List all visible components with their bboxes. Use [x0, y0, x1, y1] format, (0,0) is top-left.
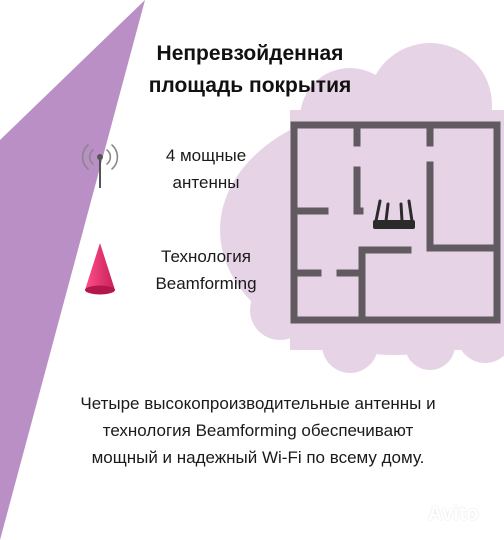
- feature-antennas: 4 мощные антенны: [150, 142, 262, 196]
- beamforming-cone-icon: [85, 243, 115, 295]
- feature-antennas-line-1: 4 мощные: [165, 146, 247, 165]
- house-walls: [290, 121, 501, 324]
- feature-beamforming-line-2: Beamforming: [155, 274, 257, 293]
- antenna-icon: [81, 144, 119, 188]
- title-line-2: площадь покрытия: [148, 74, 352, 97]
- avito-watermark: Avito: [428, 503, 479, 525]
- feature-antennas-line-2: антенны: [172, 173, 240, 192]
- feature-beamforming: Технология Beamforming: [138, 243, 274, 297]
- description-line-1: Четыре высокопроизводительные антенны и: [80, 394, 436, 413]
- description-line-2: технология Beamforming обеспечивают: [102, 421, 414, 440]
- router-icon: [373, 199, 415, 229]
- title-line-1: Непревзойденная: [156, 42, 344, 65]
- purple-triangle: [0, 0, 145, 540]
- feature-beamforming-line-1: Технология: [161, 247, 251, 266]
- description-line-3: мощный и надежный Wi-Fi по всему дому.: [91, 448, 425, 467]
- description: Четыре высокопроизводительные антенны и …: [12, 390, 504, 471]
- page-title: Непревзойденная площадь покрытия: [90, 38, 410, 102]
- avito-logo-icon: [400, 504, 424, 522]
